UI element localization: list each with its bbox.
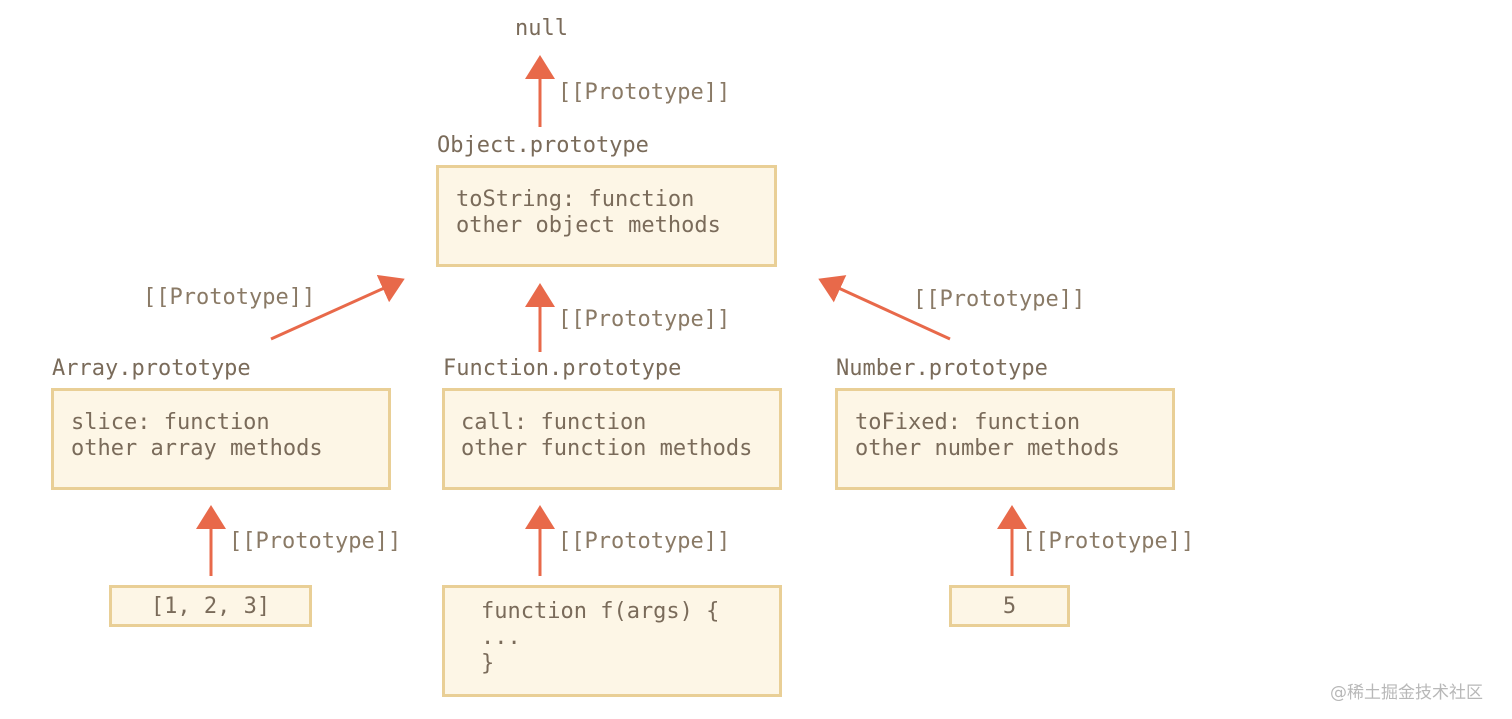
array-prototype-line-1: slice: function xyxy=(71,410,270,435)
number-prototype-line-2: other number methods xyxy=(855,436,1120,461)
function-instance-line-3: } xyxy=(481,651,495,676)
edge-label-function-object: [[Prototype]] xyxy=(558,307,731,332)
arrow-number-to-object xyxy=(818,275,951,341)
watermark: @稀土掘金技术社区 xyxy=(1330,683,1483,703)
edge-label-function-instance: [[Prototype]] xyxy=(558,529,731,554)
number-prototype-box: toFixed: function other number methods xyxy=(835,388,1175,490)
function-prototype-line-2: other function methods xyxy=(461,436,753,461)
object-prototype-box: toString: function other object methods xyxy=(436,165,777,267)
array-instance-label: [1, 2, 3] xyxy=(150,594,271,619)
number-instance-box: 5 xyxy=(949,585,1070,627)
function-instance-line-1: function f(args) { xyxy=(481,599,720,624)
function-prototype-title: Function.prototype xyxy=(443,356,682,381)
edge-label-array-instance: [[Prototype]] xyxy=(229,529,402,554)
function-instance-box: function f(args) { ... } xyxy=(442,585,782,697)
number-prototype-line-1: toFixed: function xyxy=(855,410,1081,435)
arrow-array-to-object xyxy=(270,274,405,341)
null-label: null xyxy=(515,16,568,41)
number-instance-label: 5 xyxy=(1002,594,1017,619)
edge-label-array-object: [[Prototype]] xyxy=(143,285,316,310)
array-prototype-title: Array.prototype xyxy=(52,356,251,381)
number-prototype-title: Number.prototype xyxy=(836,356,1048,381)
object-prototype-title: Object.prototype xyxy=(437,133,649,158)
function-instance-line-2: ... xyxy=(481,625,521,650)
array-instance-box: [1, 2, 3] xyxy=(109,585,312,627)
function-prototype-box: call: function other function methods xyxy=(442,388,782,490)
array-prototype-line-2: other array methods xyxy=(71,436,323,461)
object-prototype-line-1: toString: function xyxy=(456,187,695,212)
edge-label-object-null: [[Prototype]] xyxy=(558,80,731,105)
function-prototype-line-1: call: function xyxy=(461,410,647,435)
edge-label-number-object: [[Prototype]] xyxy=(913,287,1086,312)
edge-label-number-instance: [[Prototype]] xyxy=(1022,529,1195,554)
object-prototype-line-2: other object methods xyxy=(456,213,721,238)
array-prototype-box: slice: function other array methods xyxy=(51,388,391,490)
